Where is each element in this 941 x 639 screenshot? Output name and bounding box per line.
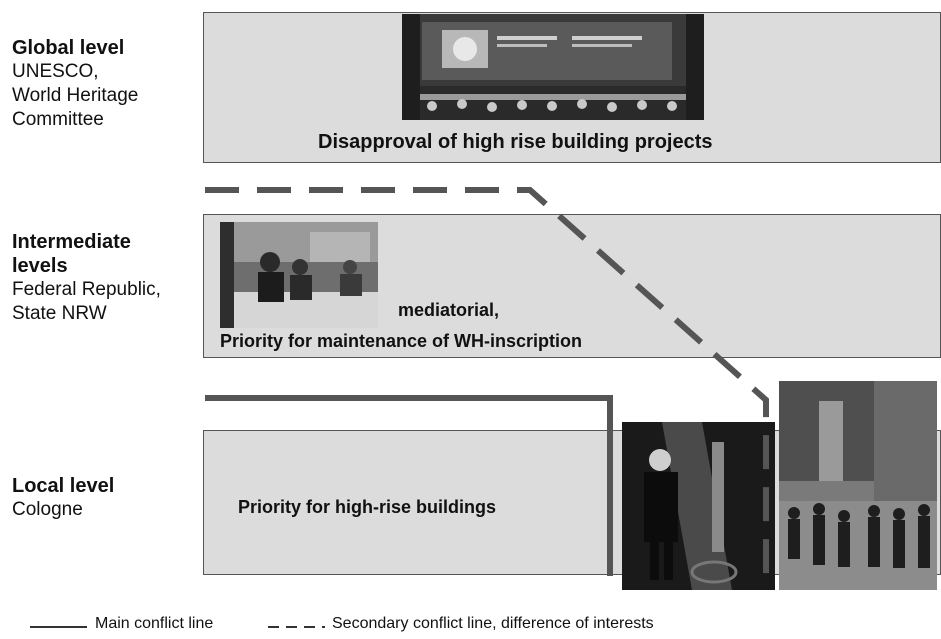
intermediate-photo [220,222,378,328]
local-level-title: Local level [12,475,115,497]
global-level-sub3: Committee [12,109,104,130]
local-level-sub1: Cologne [12,499,83,520]
local-band-text: Priority for high-rise buildings [238,497,497,517]
secondary-conflict-line [205,187,769,578]
main-conflict-line [205,395,613,576]
global-level-label: Global level UNESCO, World Heritage Comm… [12,36,138,132]
legend-secondary-label: Secondary conflict line, difference of i… [332,615,654,632]
intermediate-level-sub2: State NRW [12,303,107,324]
intermediate-band-text2: Priority for maintenance of WH-inscripti… [220,331,583,351]
intermediate-level-label: Intermediate levels Federal Republic, St… [12,230,161,326]
local-person-photo [622,422,775,590]
global-photo [402,14,704,120]
global-level-sub2: World Heritage [12,85,139,106]
intermediate-level-title2: levels [12,255,68,277]
intermediate-level-sub1: Federal Republic, [12,279,161,300]
intermediate-level-title1: Intermediate [12,231,131,253]
local-crowd-photo [779,381,937,590]
global-level-sub1: UNESCO, [12,61,99,82]
global-band-text: Disapproval of high rise building projec… [318,131,713,153]
global-level-title: Global level [12,37,125,59]
legend-main-label: Main conflict line [95,615,214,632]
local-level-label: Local level Cologne [12,474,114,522]
intermediate-band-text1: mediatorial, [398,300,500,320]
